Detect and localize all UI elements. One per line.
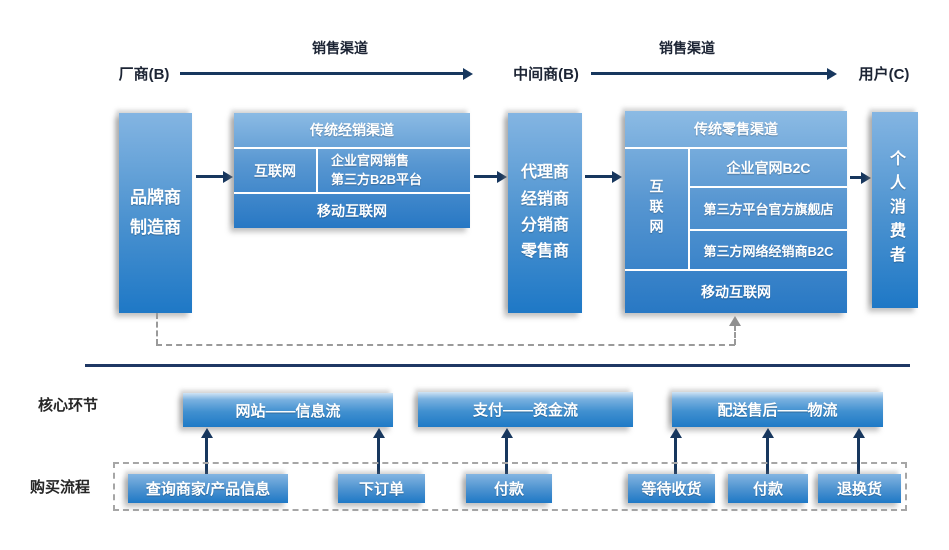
manufacturer-label: 厂商(B)	[118, 66, 170, 83]
delivery-logistics-bar: 配送售后——物流	[672, 392, 883, 427]
internet-cell: 互联网	[234, 149, 318, 194]
dashed-connector-up-arrow	[729, 316, 741, 345]
dashed-connector-down	[156, 313, 158, 345]
arrow-order-to-website	[377, 437, 380, 475]
step-place-order: 下订单	[338, 474, 425, 503]
user-label: 用户(C)	[858, 66, 910, 83]
arrow-pay-to-payment	[505, 437, 508, 475]
arrow-pay2-to-delivery	[766, 437, 769, 475]
dealer-line: 经销商	[520, 190, 569, 208]
internet-vertical-label: 互联网	[648, 179, 665, 239]
arrow-brand-to-leftgroup	[196, 175, 224, 178]
step-query-product-info: 查询商家/产品信息	[128, 474, 288, 503]
right-group-rows: 企业官网B2C 第三方平台官方旗舰店 第三方网络经销商B2C	[690, 149, 847, 271]
mobile-internet-bar-left: 移动互联网	[317, 203, 387, 219]
purchase-process-dashed-box	[113, 462, 907, 511]
third-party-flagship-row: 第三方平台官方旗舰店	[690, 188, 847, 231]
official-site-b2c-row: 企业官网B2C	[690, 149, 847, 188]
arrow-wait-to-delivery	[674, 437, 677, 475]
arrow-return-to-delivery	[857, 437, 860, 475]
arrow-agent-to-rightgroup	[585, 175, 613, 178]
traditional-distribution-bar: 传统经销渠道	[234, 113, 470, 149]
traditional-retail-bar: 传统零售渠道	[625, 111, 847, 149]
arrow-query-to-website	[205, 437, 208, 475]
right-group-middle-row: 互联网 企业官网B2C 第三方平台官方旗舰店 第三方网络经销商B2C	[625, 149, 847, 271]
right-channel-group: 传统零售渠道 互联网 企业官网B2C 第三方平台官方旗舰店 第三方网络经销商B2…	[625, 111, 847, 313]
arrow-leftgroup-to-agent	[474, 175, 498, 178]
official-site-sales-label: 企业官网销售	[331, 153, 410, 169]
step-pay-1: 付款	[466, 474, 552, 503]
left-channel-group: 传统经销渠道 互联网 企业官网销售 第三方B2B平台 移动互联网	[234, 113, 470, 228]
step-return-exchange: 退换货	[818, 474, 901, 503]
dashed-connector-across	[156, 344, 735, 346]
brand-manufacturer-box: 品牌商 制造商	[119, 113, 192, 313]
manufacturer-line: 制造商	[130, 218, 181, 237]
payment-capital-flow-bar: 支付——资金流	[418, 392, 633, 427]
personal-consumer-box: 个人消费者	[872, 112, 918, 308]
website-info-flow-bar: 网站——信息流	[183, 393, 393, 427]
step-pay-2: 付款	[728, 474, 808, 503]
sales-channel-label-right: 销售渠道	[659, 40, 715, 56]
arrow-rightgroup-to-consumer	[850, 176, 862, 179]
internet-detail-cell: 企业官网销售 第三方B2B平台	[318, 149, 470, 194]
agent-distributor-box: 代理商 经销商 分销商 零售商	[508, 113, 582, 313]
arrow-middleman-to-user	[591, 72, 828, 75]
section-divider	[85, 364, 910, 367]
middleman-label: 中间商(B)	[513, 66, 579, 83]
mobile-internet-bar-right: 移动互联网	[701, 284, 771, 300]
step-wait-for-goods: 等待收货	[628, 474, 715, 503]
sales-channel-label-left: 销售渠道	[312, 40, 368, 56]
agent-line: 代理商	[520, 164, 569, 182]
third-party-dealer-b2c-row: 第三方网络经销商B2C	[703, 243, 834, 259]
internet-vertical-cell: 互联网	[625, 149, 690, 271]
left-group-middle-row: 互联网 企业官网销售 第三方B2B平台	[234, 149, 470, 194]
retailer-line: 零售商	[520, 243, 569, 261]
brand-line: 品牌商	[130, 188, 181, 208]
personal-consumer-label: 个人消费者	[887, 150, 904, 270]
core-links-label: 核心环节	[38, 397, 99, 414]
arrow-manufacturer-to-middleman	[180, 72, 464, 75]
b2b-platform-label: 第三方B2B平台	[331, 171, 423, 187]
distributor-line: 分销商	[520, 217, 569, 234]
purchase-process-label: 购买流程	[30, 479, 91, 496]
